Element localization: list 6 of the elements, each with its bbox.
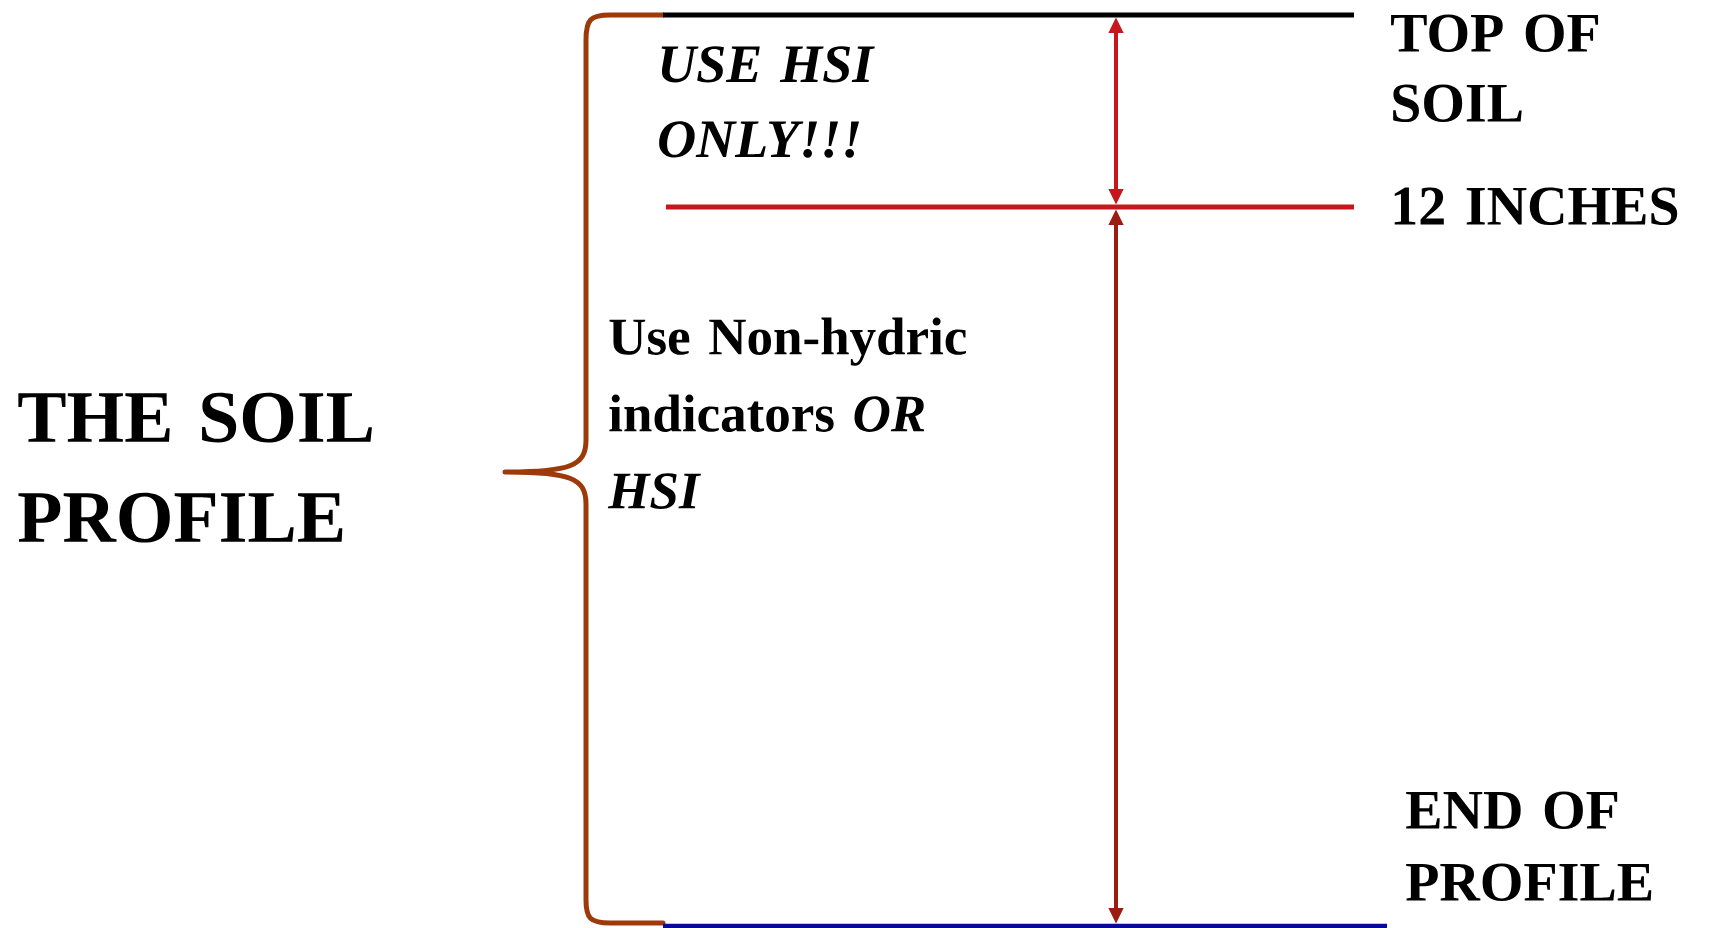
label: Use Non-hydric indicators OR HSI xyxy=(607,317,967,509)
heading: THE SOIL PROFILE xyxy=(18,392,372,543)
label: USE HSI ONLY!!! xyxy=(659,46,875,158)
label: TOP OF SOIL xyxy=(1391,14,1599,123)
label: 12 INCHES xyxy=(1394,187,1678,226)
label: END OF PROFILE xyxy=(1406,791,1652,902)
